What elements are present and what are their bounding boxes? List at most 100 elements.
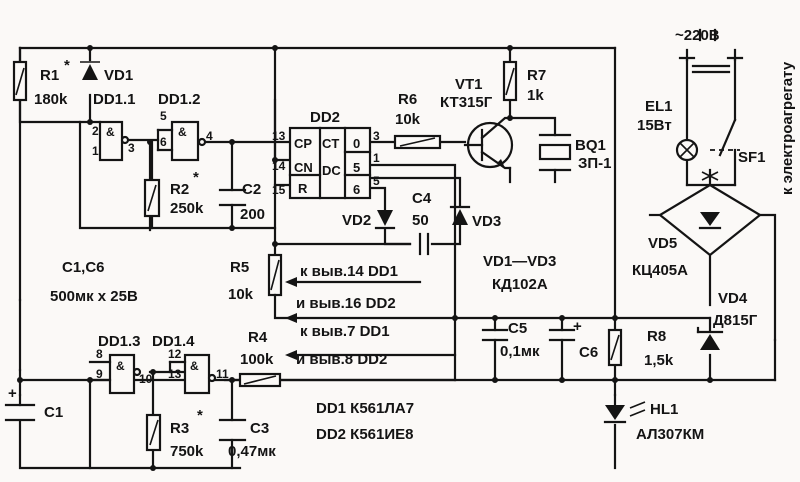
pin-6: 6 <box>160 135 167 149</box>
pin-9: 9 <box>96 367 103 381</box>
label-r7: R7 <box>527 67 546 84</box>
gate-dd1-2 <box>156 120 207 162</box>
label-c2: C2 <box>242 181 261 198</box>
pin-labels: 2 1 3 & 5 6 4 & 13 14 15 CP CN R CT DC 0… <box>92 109 380 386</box>
dd2-out-5: 5 <box>353 160 360 175</box>
label-r2: R2 <box>170 181 189 198</box>
pin-13: 13 <box>272 129 286 143</box>
pin-14: 14 <box>272 159 286 173</box>
pin-4: 4 <box>206 129 213 143</box>
label-c2-value: 200 <box>240 206 265 223</box>
pin-1: 1 <box>92 144 99 158</box>
pin-15: 15 <box>272 183 286 197</box>
label-r1-star: * <box>64 57 70 74</box>
resistor-r8 <box>607 328 623 367</box>
label-note-2a: к выв.7 DD1 <box>300 323 390 340</box>
diode-vd3 <box>449 205 471 225</box>
label-r1: R1 <box>40 67 59 84</box>
capacitor-c5 <box>481 328 509 342</box>
resistor-r4 <box>238 372 282 388</box>
label-vd-type: КД102А <box>492 276 548 293</box>
label-note-1b: и выв.16 DD2 <box>296 295 396 312</box>
diode-vd1 <box>80 61 100 80</box>
label-c5-value: 0,1мк <box>500 343 540 360</box>
label-el1: EL1 <box>645 98 673 115</box>
gate-amp-4: & <box>190 359 199 373</box>
gate-dd1-1 <box>98 120 130 162</box>
label-vt1: VT1 <box>455 76 483 93</box>
label-r3-value: 750k <box>170 443 204 460</box>
label-dd1-3: DD1.3 <box>98 333 141 350</box>
label-dd2-type: DD2 К561ИЕ8 <box>316 426 414 443</box>
label-c5: C5 <box>508 320 527 337</box>
label-sf1: SF1 <box>738 149 766 166</box>
label-r1-value: 180k <box>34 91 68 108</box>
gate-dd1-4 <box>168 353 217 395</box>
switch-sf1 <box>701 118 740 181</box>
mains-terminals <box>678 48 744 74</box>
label-r6: R6 <box>398 91 417 108</box>
resistor-r5 <box>267 253 292 320</box>
resistor-r2 <box>143 178 161 218</box>
label-el1-value: 15Вт <box>637 117 672 134</box>
diode-vd2 <box>374 210 396 230</box>
label-c4: C4 <box>412 190 432 207</box>
label-r6-value: 10k <box>395 111 421 128</box>
dd2-r: R <box>298 181 308 196</box>
dd2-ct: CT <box>322 136 339 151</box>
led-hl1 <box>603 401 646 424</box>
resistor-r3 <box>145 413 162 452</box>
label-hl1: HL1 <box>650 401 678 418</box>
label-r3-star: * <box>197 407 203 424</box>
junction-dots <box>17 45 713 471</box>
pin-8: 8 <box>96 347 103 361</box>
label-mains: ~220В <box>675 27 720 44</box>
label-vd5-type: КЦ405А <box>632 262 688 279</box>
label-note-1a: к выв.14 DD1 <box>300 263 398 280</box>
label-dd1-4: DD1.4 <box>152 333 195 350</box>
label-bq1-type: ЗП-1 <box>578 155 612 172</box>
pin-2: 2 <box>92 124 99 138</box>
label-c1c6-value: 500мк x 25В <box>50 288 138 305</box>
resistor-r1 <box>12 60 28 102</box>
pin-3: 3 <box>128 141 135 155</box>
label-dd1-1: DD1.1 <box>93 91 136 108</box>
label-c4-value: 50 <box>412 212 429 229</box>
component-labels: R1 * 180k VD1 DD1.1 DD1.2 DD2 R6 10k VT1… <box>8 27 796 460</box>
label-hl1-type: АЛ307КМ <box>636 426 704 443</box>
resistor-r6 <box>393 134 442 150</box>
pin-3-dd2: 3 <box>373 129 380 143</box>
label-r2-star: * <box>193 169 199 186</box>
label-r8-value: 1,5k <box>644 352 674 369</box>
gate-amp-3: & <box>116 359 125 373</box>
capacitor-c4 <box>418 232 430 256</box>
label-vd1: VD1 <box>104 67 133 84</box>
label-vd5: VD5 <box>648 235 677 252</box>
label-vd-range: VD1—VD3 <box>483 253 556 270</box>
label-dd2: DD2 <box>310 109 340 126</box>
label-r5-value: 10k <box>228 286 254 303</box>
dd2-cp: CP <box>294 136 312 151</box>
dd2-dc: DC <box>322 163 341 178</box>
label-c1: C1 <box>44 404 63 421</box>
label-r4: R4 <box>248 329 268 346</box>
dd2-out-6: 6 <box>353 182 360 197</box>
label-c3-value: 0,47мк <box>228 443 276 460</box>
label-vd2: VD2 <box>342 212 371 229</box>
pin-5: 5 <box>160 109 167 123</box>
counter-dd2 <box>288 126 372 200</box>
label-dd1-2: DD1.2 <box>158 91 201 108</box>
gate-dd1-3 <box>88 353 142 395</box>
pin-10: 10 <box>139 372 153 386</box>
label-c6: C6 <box>579 344 598 361</box>
dd2-cn: CN <box>294 160 313 175</box>
label-c1c6: C1,C6 <box>62 259 105 276</box>
piezo-bq1 <box>538 133 572 172</box>
label-r7-value: 1k <box>527 87 544 104</box>
pin-13b: 13 <box>168 367 182 381</box>
capacitor-c6 <box>548 328 576 342</box>
label-to-unit: к электроагрегату <box>779 61 796 195</box>
label-vt1-type: КТ315Г <box>440 94 493 111</box>
label-r3: R3 <box>170 420 189 437</box>
label-vd4: VD4 <box>718 290 748 307</box>
